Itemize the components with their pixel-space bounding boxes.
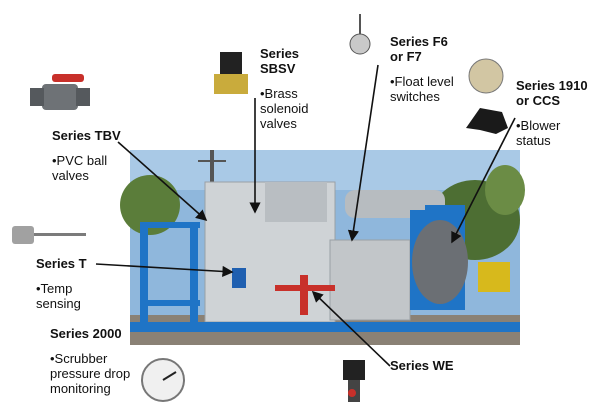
series-f6f7-desc: •Float level switches [390, 74, 454, 104]
label-series-we: Series WE [390, 358, 454, 373]
pressure-gauge-image [141, 358, 185, 402]
label-series-2000: Series 2000 •Scrubber pressure drop moni… [50, 326, 146, 396]
label-series-1910: Series 1910 or CCS •Blower status [516, 78, 596, 148]
ball-valve-image [30, 74, 90, 110]
label-series-sbsv: Series SBSV •Brass solenoid valves [260, 46, 330, 131]
callout-arrows [95, 64, 516, 367]
series-1910-desc: •Blower status [516, 118, 561, 148]
label-series-f6f7: Series F6 or F7 •Float level switches [390, 34, 462, 104]
series-2000-desc: •Scrubber pressure drop monitoring [50, 351, 131, 396]
scrubber-photo [120, 150, 525, 345]
solenoid-valve-image [214, 52, 248, 94]
blower-switch-image [466, 58, 508, 134]
temp-sensor-image [12, 226, 86, 244]
series-sbsv-desc: •Brass solenoid valves [260, 86, 309, 131]
series-t-desc: •Temp sensing [36, 281, 81, 311]
series-t-name: Series T [36, 256, 87, 271]
series-tbv-name: Series TBV [52, 128, 121, 143]
series-f6f7-name: Series F6 or F7 [390, 34, 448, 64]
label-series-tbv: Series TBV •PVC ball valves [52, 128, 130, 183]
series-1910-name: Series 1910 or CCS [516, 78, 588, 108]
series-sbsv-name: Series SBSV [260, 46, 300, 76]
series-tbv-desc: •PVC ball valves [52, 153, 108, 183]
series-2000-name: Series 2000 [50, 326, 122, 341]
label-series-t: Series T •Temp sensing [36, 256, 106, 311]
we-transmitter-image [343, 360, 365, 402]
float-switch-image [349, 14, 371, 55]
